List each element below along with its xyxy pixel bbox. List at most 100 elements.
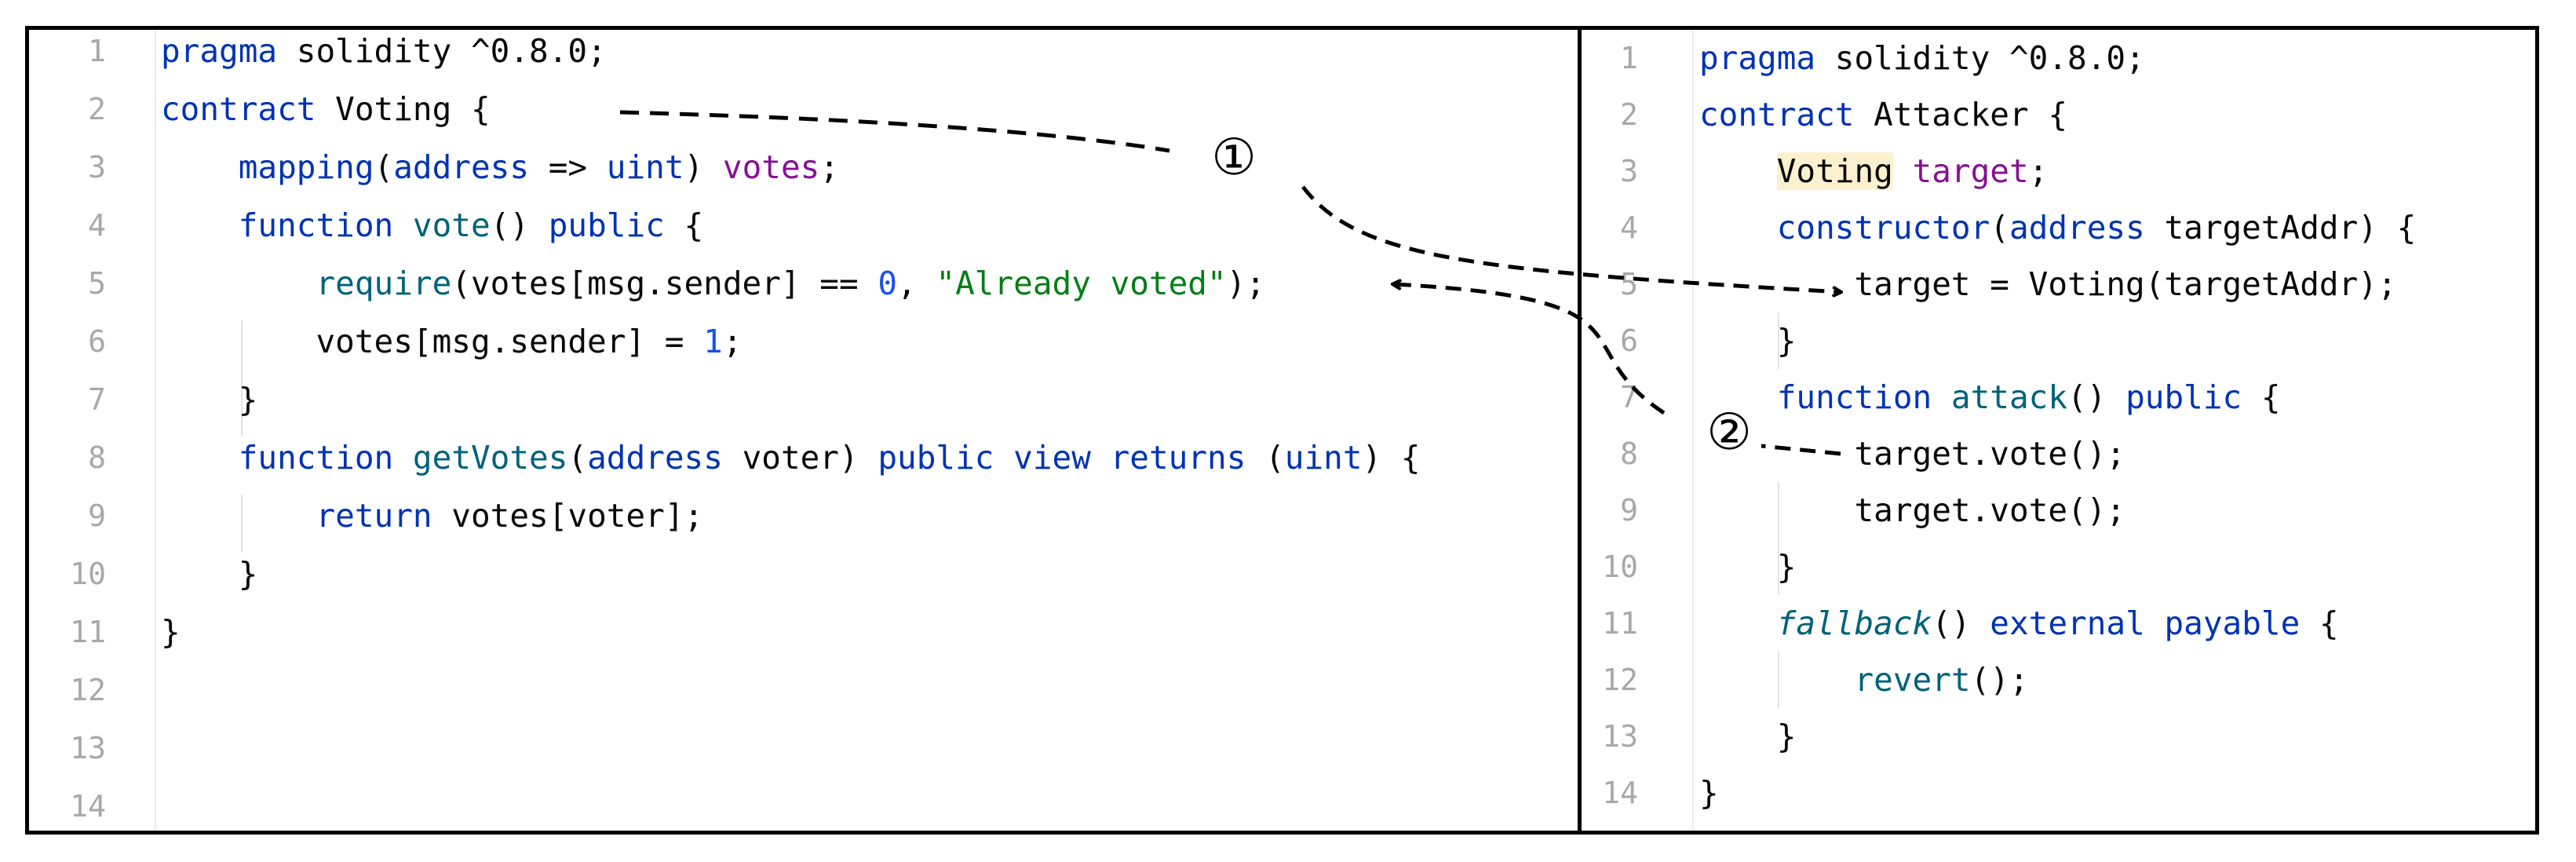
code-token: uint	[1284, 439, 1363, 477]
code-token: target = Voting(targetAddr);	[1699, 265, 2397, 303]
line-number: 2	[88, 92, 106, 126]
code-token: }	[1699, 718, 1797, 755]
indent-guide	[1778, 482, 1779, 595]
code-token: 0	[878, 265, 898, 302]
code-token: target.vote();	[1699, 491, 2126, 529]
code-token: (	[1246, 439, 1285, 477]
line-number: 14	[70, 789, 106, 824]
line-number: 11	[70, 615, 106, 649]
code-token	[1091, 439, 1111, 477]
line-number: 12	[1602, 663, 1638, 697]
indent-guide	[1778, 312, 1779, 369]
code-token: votes[msg.sender] =	[161, 323, 704, 360]
code-line: 6 votes[msg.sender] = 1;	[29, 312, 1578, 371]
code-token: (votes[msg.sender] ==	[451, 265, 878, 302]
code-token: fallback	[1776, 604, 1932, 642]
code-token: }	[1699, 774, 1719, 812]
line-number: 5	[88, 266, 106, 301]
code-token	[1699, 152, 1777, 190]
code-token: uint	[606, 148, 684, 186]
code-token: mapping	[238, 148, 374, 186]
line-number: 10	[70, 557, 106, 591]
code-text: mapping(address => uint) votes;	[161, 138, 839, 196]
code-token: solidity ^0.8.0;	[277, 32, 607, 70]
code-token: Attacker {	[1854, 96, 2068, 133]
indent-guide	[1778, 652, 1779, 708]
code-line: 10 }	[1582, 539, 2535, 595]
line-number: 12	[70, 673, 106, 707]
code-token: Voting {	[316, 90, 491, 128]
code-token	[1932, 378, 1951, 416]
code-line: 4 constructor(address targetAddr) {	[1582, 199, 2535, 256]
code-token: {	[2242, 378, 2281, 416]
code-text: constructor(address targetAddr) {	[1699, 199, 2417, 256]
code-line: 10 }	[29, 545, 1578, 603]
line-number: 6	[1620, 323, 1638, 358]
code-text: }	[1699, 312, 1797, 369]
code-token: votes	[722, 148, 820, 186]
code-text: pragma solidity ^0.8.0;	[161, 22, 607, 80]
line-number: 14	[1602, 776, 1638, 810]
code-line: 7 }	[29, 371, 1578, 429]
code-token: ,	[897, 265, 936, 302]
code-token: {	[2300, 604, 2339, 642]
code-text: }	[1699, 765, 1719, 821]
code-token: votes[voter];	[432, 497, 704, 535]
code-token: pragma	[1699, 39, 1816, 77]
code-line: 9 return votes[voter];	[29, 487, 1578, 545]
code-text: function getVotes(address voter) public …	[161, 429, 1421, 487]
code-token: returns	[1110, 439, 1246, 477]
code-token: external	[1990, 604, 2145, 642]
code-token: public	[548, 206, 665, 244]
code-token: function	[238, 439, 394, 477]
code-token: voter)	[722, 439, 878, 477]
code-token: contract	[161, 90, 316, 128]
line-number: 7	[1620, 380, 1638, 415]
code-token: ;	[722, 323, 743, 360]
code-text: target.vote();	[1699, 426, 2125, 482]
line-number: 7	[88, 382, 106, 417]
code-text: }	[161, 603, 181, 661]
code-token: }	[161, 555, 258, 593]
code-token: target.vote();	[1699, 435, 2126, 473]
code-text: }	[161, 545, 258, 603]
code-text: Voting target;	[1699, 143, 2048, 199]
code-text: return votes[voter];	[161, 487, 703, 545]
code-line: 6 }	[1582, 312, 2535, 369]
code-line: 5 target = Voting(targetAddr);	[1582, 256, 2535, 312]
code-line: 5 require(votes[msg.sender] == 0, "Alrea…	[29, 254, 1578, 312]
code-text: }	[161, 371, 258, 429]
code-token	[994, 439, 1013, 477]
code-token: ()	[490, 206, 549, 244]
code-token: targetAddr) {	[2144, 209, 2417, 247]
code-line: 13 }	[1582, 708, 2535, 765]
line-number: 8	[88, 440, 106, 475]
code-line: 12 revert();	[1582, 652, 2535, 708]
code-text: contract Attacker {	[1699, 86, 2067, 143]
code-line: 12	[29, 661, 1578, 719]
line-number: 3	[1620, 154, 1638, 188]
code-line: 3 Voting target;	[1582, 143, 2535, 199]
code-token: attack	[1950, 378, 2068, 416]
code-token	[393, 206, 413, 244]
code-token: (	[567, 439, 588, 477]
code-token: ;	[819, 148, 840, 186]
code-token: }	[161, 613, 181, 651]
code-token: ) {	[1362, 439, 1421, 477]
code-token: public	[2125, 378, 2242, 416]
code-token: ;	[2028, 152, 2049, 190]
code-token: ();	[1970, 661, 2029, 699]
code-token: function	[238, 206, 394, 244]
line-number: 4	[1620, 210, 1638, 245]
code-line: 2 contract Voting {	[29, 80, 1578, 138]
code-token: "Already voted"	[936, 265, 1227, 302]
code-token: );	[1226, 265, 1266, 302]
line-number: 2	[1620, 97, 1638, 132]
code-text: }	[1699, 539, 1797, 595]
code-token: require	[316, 265, 452, 302]
code-token: contract	[1699, 96, 1855, 133]
code-line: 11 fallback() external payable {	[1582, 595, 2535, 652]
code-line: 13	[29, 719, 1578, 777]
